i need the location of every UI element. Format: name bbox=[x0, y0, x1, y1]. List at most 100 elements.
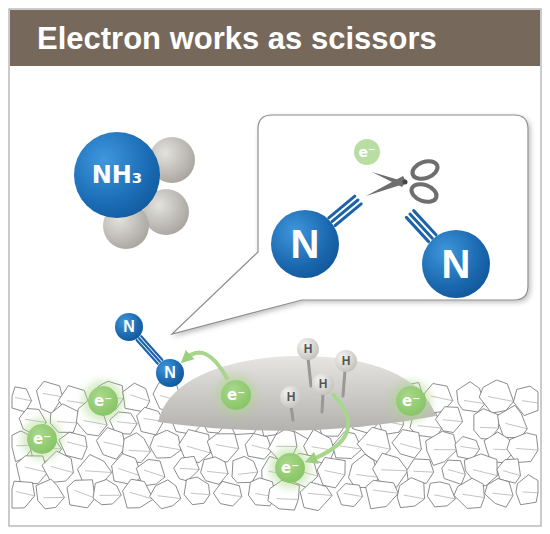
grain-facet bbox=[74, 490, 95, 498]
support-grain bbox=[435, 407, 462, 433]
atom-label: H bbox=[342, 355, 351, 367]
support-grain bbox=[300, 482, 332, 510]
atom-label: H bbox=[304, 343, 313, 355]
grain-facet bbox=[462, 494, 484, 497]
support-grain bbox=[50, 404, 78, 433]
support-grain bbox=[485, 479, 513, 508]
grain-facet bbox=[366, 444, 390, 449]
grain-facet bbox=[43, 393, 63, 397]
support-grain bbox=[36, 479, 64, 509]
grain-facet bbox=[443, 420, 463, 422]
grain-facet bbox=[221, 494, 242, 497]
stick bbox=[322, 393, 323, 412]
grain-facet bbox=[516, 448, 538, 450]
grain-facet bbox=[191, 493, 210, 495]
grain-facet bbox=[43, 497, 64, 498]
ammonia-sphere: NH₃ bbox=[74, 132, 160, 218]
grain-facet bbox=[238, 472, 257, 474]
grain-facet bbox=[104, 442, 126, 447]
grain-facet bbox=[85, 471, 112, 473]
electron: e⁻ bbox=[275, 453, 305, 483]
bond-line bbox=[139, 338, 160, 362]
grain-facet bbox=[158, 446, 182, 450]
atom-label: e⁻ bbox=[402, 394, 420, 409]
grain-facet bbox=[434, 449, 457, 450]
grain-facet bbox=[480, 427, 499, 429]
stick bbox=[291, 406, 293, 420]
grain-facet bbox=[129, 450, 151, 451]
atom-label: H bbox=[287, 391, 296, 403]
grain-facet bbox=[325, 471, 345, 475]
grain-facet bbox=[207, 471, 228, 473]
atom-label: e⁻ bbox=[281, 461, 299, 476]
grain-facet bbox=[503, 471, 521, 476]
grain-facet bbox=[340, 446, 362, 449]
electron: e⁻ bbox=[396, 386, 426, 416]
support-grain bbox=[317, 458, 345, 488]
grain-facet bbox=[460, 446, 479, 449]
grain-facet bbox=[57, 422, 77, 423]
nitrogen-atom: N bbox=[156, 359, 184, 387]
grain-facet bbox=[25, 419, 46, 422]
support-grain bbox=[366, 480, 399, 508]
handle bbox=[410, 158, 440, 182]
grain-facet bbox=[216, 445, 239, 449]
scissors-icon bbox=[366, 158, 440, 205]
atom-label: e⁻ bbox=[359, 145, 376, 159]
bond-line bbox=[335, 204, 361, 226]
grain-facet bbox=[492, 493, 513, 495]
atom-label: N bbox=[442, 244, 471, 284]
bond-line bbox=[414, 211, 436, 235]
grain-facet bbox=[276, 498, 298, 500]
grain-facet bbox=[130, 395, 150, 402]
grain-facet bbox=[158, 496, 181, 499]
electron: e⁻ bbox=[354, 139, 380, 165]
grain-facet bbox=[51, 466, 74, 472]
electron: e⁻ bbox=[88, 386, 118, 416]
grain-facet bbox=[418, 426, 442, 429]
electron: e⁻ bbox=[221, 380, 251, 410]
grain-facet bbox=[276, 446, 297, 447]
grain-facet bbox=[15, 398, 32, 401]
support-grain bbox=[337, 484, 363, 507]
atom-label: e⁻ bbox=[94, 394, 112, 409]
hydrogen-atom: H bbox=[297, 338, 319, 360]
support-grain bbox=[12, 481, 35, 508]
grain-facet bbox=[414, 471, 434, 472]
support-grain bbox=[150, 480, 181, 509]
handle bbox=[409, 181, 439, 205]
support-grain bbox=[123, 479, 154, 508]
support-grain bbox=[479, 380, 513, 413]
triple-bond bbox=[329, 196, 436, 241]
grain-facet bbox=[404, 495, 425, 499]
support-grain bbox=[507, 433, 538, 463]
support-grain bbox=[392, 430, 421, 458]
support-grain bbox=[150, 430, 181, 458]
hydrogen-atom: H bbox=[312, 373, 334, 395]
support-grain bbox=[93, 480, 121, 505]
support-grain bbox=[268, 480, 300, 510]
grain-facet bbox=[434, 495, 455, 499]
support-grain bbox=[201, 457, 228, 485]
support-grain bbox=[232, 456, 258, 482]
callout-box bbox=[172, 115, 528, 334]
nitrogen-atom: N bbox=[115, 313, 143, 341]
support-grain bbox=[498, 405, 528, 438]
grain-facet bbox=[448, 470, 466, 475]
grain-facet bbox=[344, 493, 363, 496]
hydrogen-atom: H bbox=[335, 350, 357, 372]
grain-facet bbox=[488, 397, 514, 402]
grain-facet bbox=[67, 442, 87, 447]
grain-facet bbox=[100, 495, 122, 496]
grain-facet bbox=[144, 470, 165, 477]
support-grain bbox=[245, 434, 272, 460]
grain-facet bbox=[16, 492, 35, 496]
support-grain bbox=[67, 480, 95, 508]
title-text: Electron works as scissors bbox=[37, 20, 437, 58]
support-grain bbox=[12, 387, 32, 412]
electron: e⁻ bbox=[27, 424, 57, 454]
electron-flow-arrow bbox=[186, 353, 227, 379]
title-band bbox=[10, 10, 540, 66]
grain-facet bbox=[117, 422, 137, 424]
atom-label: N bbox=[123, 319, 135, 335]
